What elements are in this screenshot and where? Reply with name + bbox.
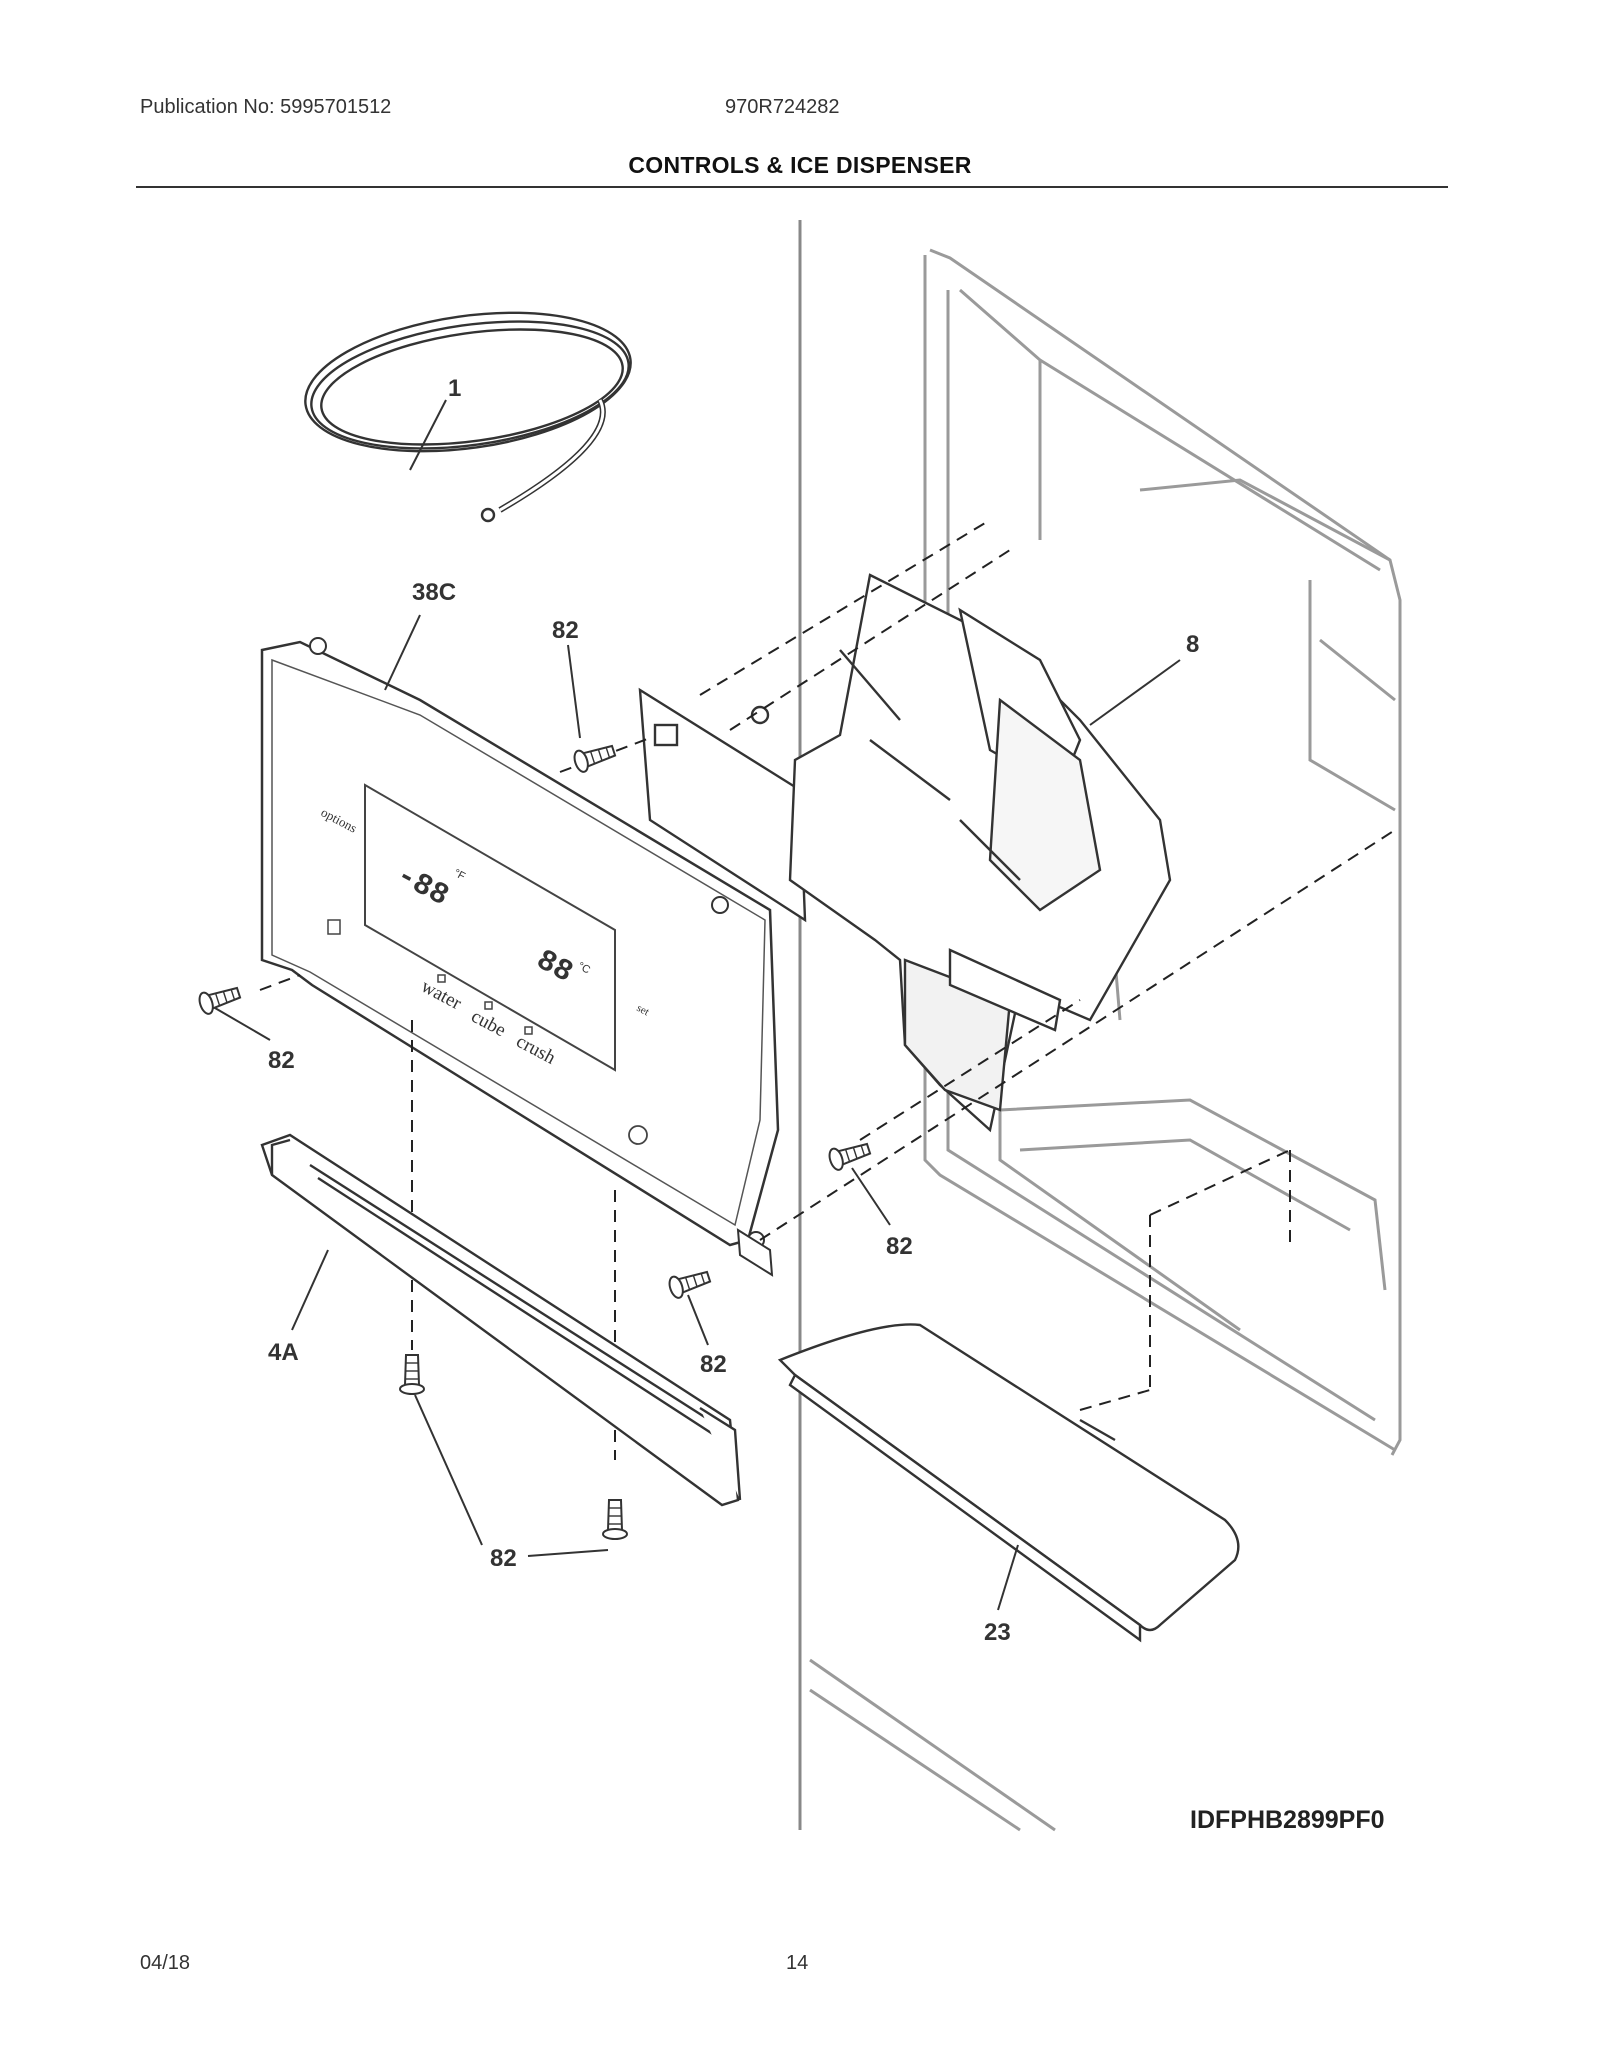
callout-trim: 4A: [268, 1339, 299, 1366]
drip-tray: [777, 1323, 1240, 1643]
screw-bottom-left: [399, 1354, 425, 1395]
leader-drip-tray: [997, 1544, 1019, 1611]
callout-screw-right-mid: 82: [886, 1233, 913, 1260]
panel-unit-c: °C: [576, 960, 593, 976]
leader-screw-center: [687, 1294, 709, 1346]
title-divider: [136, 186, 1448, 188]
callout-dispenser: 8: [1186, 631, 1199, 658]
control-panel: [260, 637, 780, 1277]
leader-screws-bottom-a: [414, 1394, 483, 1546]
publication-number: Publication No: 5995701512: [140, 96, 392, 118]
screw-top: [573, 744, 617, 773]
callout-screw-top: 82: [552, 617, 579, 644]
footer-date: 04/18: [140, 1952, 191, 1974]
leader-screws-bottom-b: [527, 1549, 609, 1557]
callout-control-panel: 38C: [412, 579, 456, 606]
screw-bottom-right: [602, 1499, 628, 1540]
tubing-coil: [304, 311, 632, 523]
model-number: 970R724282: [725, 96, 840, 118]
panel-unit-f: °F: [452, 867, 468, 883]
dispenser-assembly: [638, 573, 1172, 1133]
panel-set-label: set: [635, 1002, 651, 1018]
leader-tubing: [409, 399, 447, 471]
callout-screws-bottom: 82: [490, 1545, 517, 1572]
leader-screw-right-mid: [851, 1167, 891, 1226]
leader-screw-top: [567, 644, 581, 739]
diagram-code: IDFPHB2899PF0: [1190, 1806, 1385, 1834]
assembly-guides: [259, 519, 1396, 1460]
callout-screw-left: 82: [268, 1047, 295, 1074]
callout-screw-center: 82: [700, 1351, 727, 1378]
trim-strip: [260, 1133, 742, 1507]
leader-dispenser: [1089, 659, 1181, 726]
leader-trim: [291, 1249, 329, 1331]
screw-left: [198, 986, 242, 1015]
callout-drip-tray: 23: [984, 1619, 1011, 1646]
footer-page-number: 14: [786, 1952, 809, 1974]
screw-right-mid: [828, 1142, 872, 1171]
page-title: CONTROLS & ICE DISPENSER: [628, 152, 972, 178]
leader-screw-left: [214, 1007, 271, 1041]
leader-control-panel: [384, 614, 421, 691]
callout-tubing: 1: [448, 375, 461, 402]
screw-center: [668, 1270, 712, 1299]
